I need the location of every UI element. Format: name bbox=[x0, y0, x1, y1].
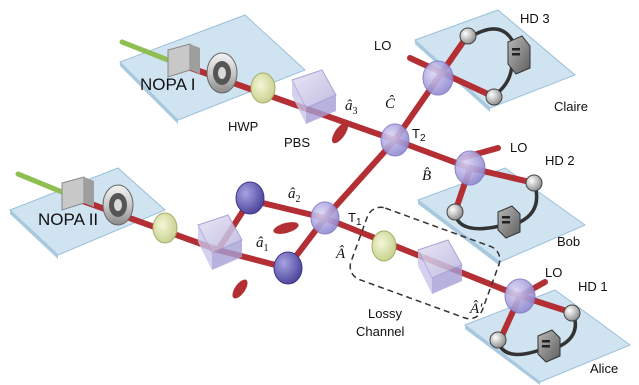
hwp-plate bbox=[250, 72, 276, 104]
bob-beamsplitter bbox=[454, 150, 486, 186]
claire-detector-2 bbox=[485, 88, 503, 106]
hd1-box bbox=[537, 329, 561, 363]
channel-label: Channel bbox=[356, 324, 405, 339]
lossy-hwp bbox=[371, 230, 397, 262]
lossy-label: Lossy bbox=[368, 306, 402, 321]
alice-beamsplitter bbox=[504, 278, 536, 314]
pbs-cube-2 bbox=[197, 214, 243, 270]
alice-detector-2 bbox=[489, 331, 507, 349]
nopa1-cavity bbox=[206, 52, 238, 94]
pump-beam-1 bbox=[119, 39, 171, 63]
nopa1-label: NOPA I bbox=[140, 75, 195, 94]
hwp-plate-2 bbox=[152, 212, 178, 244]
mode-a1-label: â1 bbox=[256, 235, 269, 254]
claire-label: Claire bbox=[554, 99, 588, 114]
nopa2-label: NOPA II bbox=[38, 210, 98, 229]
squeezed-ellipse-2 bbox=[273, 222, 299, 234]
hd1-label: HD 1 bbox=[578, 279, 608, 294]
hd3-label: HD 3 bbox=[520, 11, 550, 26]
mirror-a2 bbox=[235, 181, 265, 215]
claire-beamsplitter bbox=[422, 60, 454, 96]
nopa2-crystal bbox=[61, 176, 94, 211]
hwp-label: HWP bbox=[228, 119, 258, 134]
lossy-channel-box bbox=[349, 206, 501, 320]
lossy-pbs bbox=[417, 239, 463, 294]
hd3-box bbox=[507, 35, 531, 75]
bob-label: Bob bbox=[557, 234, 580, 249]
mode-b-label: B̂ bbox=[422, 168, 431, 184]
squeezed-ellipse-3 bbox=[232, 279, 248, 299]
mode-c-label: Ĉ bbox=[385, 95, 396, 112]
mode-a-label: Â bbox=[335, 245, 346, 262]
claire-detector-1 bbox=[459, 27, 477, 45]
alice-detector-1 bbox=[563, 304, 581, 322]
mode-a-prime-label: Â′ bbox=[469, 300, 483, 317]
mode-a3-label: â3 bbox=[345, 98, 358, 117]
squeezed-ellipse-1 bbox=[331, 122, 349, 144]
hd2-label: HD 2 bbox=[545, 153, 575, 168]
pbs-label: PBS bbox=[284, 135, 310, 150]
claire-lo-label: LO bbox=[374, 38, 391, 53]
alice-label: Alice bbox=[590, 361, 618, 376]
nopa1-crystal bbox=[167, 43, 200, 78]
pump-beam-2 bbox=[15, 171, 65, 195]
bob-detector-1 bbox=[525, 174, 543, 192]
beamsplitter-t2 bbox=[380, 123, 410, 157]
alice-lo-label: LO bbox=[545, 265, 562, 280]
mirror-a1 bbox=[273, 251, 303, 285]
pbs-cube bbox=[291, 69, 337, 124]
hd2-box bbox=[497, 205, 521, 239]
t2-label: T2 bbox=[412, 126, 426, 144]
beamsplitter-t1 bbox=[310, 201, 340, 235]
nopa2-cavity bbox=[102, 184, 134, 226]
t1-label: T1 bbox=[348, 210, 362, 228]
mode-a2-label: â2 bbox=[288, 186, 301, 205]
bob-detector-2 bbox=[446, 203, 464, 221]
bob-lo-label: LO bbox=[510, 140, 527, 155]
